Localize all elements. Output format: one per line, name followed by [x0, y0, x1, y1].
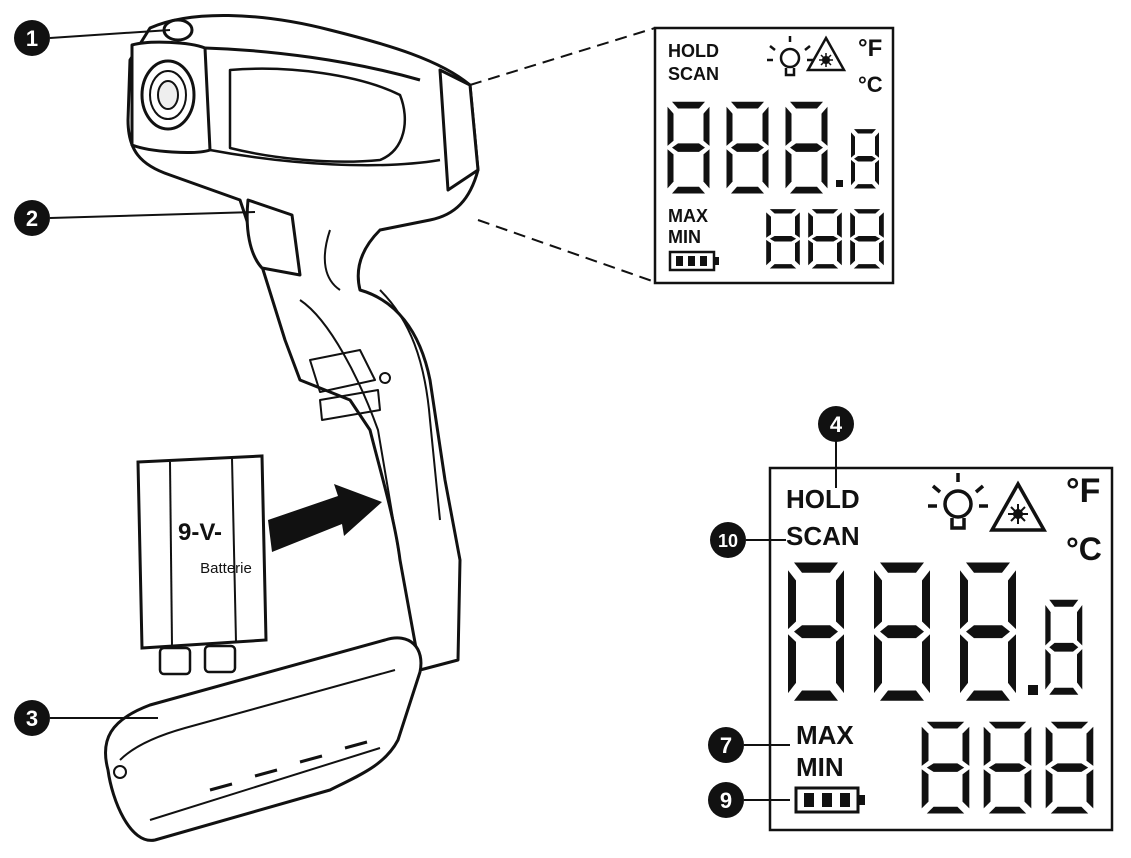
nine-volt-battery	[136, 454, 268, 676]
svg-text:2: 2	[26, 206, 38, 231]
thermometer-device	[103, 14, 480, 842]
lcd-large-hold: HOLD	[786, 484, 860, 514]
battery-label-name: Batterie	[200, 560, 252, 577]
callout-7: 7	[708, 727, 744, 763]
lcd-small-main-digits	[667, 101, 879, 194]
lcd-small-unit-c: °C	[858, 72, 883, 97]
svg-text:10: 10	[718, 531, 738, 551]
lcd-small-min: MIN	[668, 227, 701, 247]
backlight-icon	[767, 36, 813, 77]
callout-4: 4	[818, 406, 854, 442]
battery-label-voltage: 9-V-	[178, 519, 222, 546]
laser-warning-icon	[989, 480, 1047, 532]
lcd-small-hold: HOLD	[668, 41, 719, 61]
lcd-small: HOLD SCAN °F °C MAX MIN	[653, 26, 895, 285]
battery-level-icon	[794, 786, 865, 814]
svg-text:9: 9	[720, 788, 732, 813]
insert-arrow-icon	[268, 484, 382, 552]
lcd-large-unit-f: °F	[1066, 472, 1100, 510]
lcd-large-min: MIN	[796, 752, 844, 782]
lcd-small-max: MAX	[668, 206, 708, 226]
lcd-large: HOLD SCAN °F °C MAX MIN	[768, 466, 1114, 832]
battery-level-icon	[668, 250, 719, 272]
lcd-small-scan: SCAN	[668, 64, 719, 84]
lcd-large-max: MAX	[796, 720, 854, 750]
zoom-lines	[469, 27, 656, 283]
lcd-large-unit-c: °C	[1066, 531, 1102, 567]
callout-leaders	[49, 29, 837, 801]
callout-1: 1	[14, 20, 50, 56]
svg-text:3: 3	[26, 706, 38, 731]
callout-10: 10	[710, 522, 746, 558]
lcd-large-main-digits	[788, 562, 1083, 701]
laser-warning-icon	[805, 35, 847, 72]
lcd-large-scan: SCAN	[786, 521, 860, 551]
lcd-small-unit-f: °F	[858, 35, 882, 62]
svg-text:7: 7	[720, 733, 732, 758]
svg-text:4: 4	[830, 412, 843, 437]
backlight-icon	[928, 473, 988, 530]
callout-2: 2	[14, 200, 50, 236]
svg-text:1: 1	[26, 26, 38, 51]
callout-3: 3	[14, 700, 50, 736]
callout-9: 9	[708, 782, 744, 818]
